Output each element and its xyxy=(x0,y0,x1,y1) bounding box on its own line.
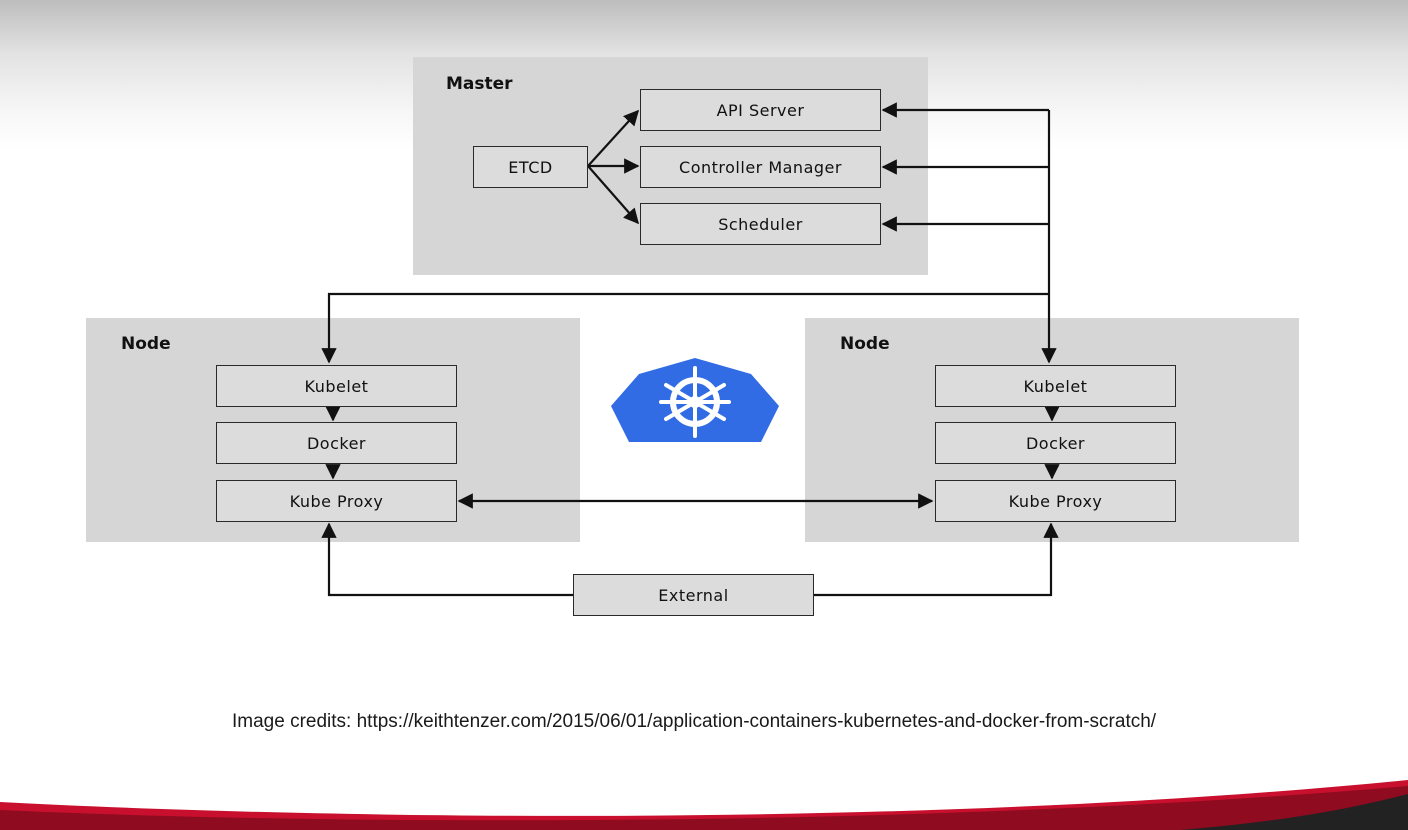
left-kube-proxy-box: Kube Proxy xyxy=(216,480,457,522)
footer-swoosh xyxy=(0,780,1408,830)
external-box: External xyxy=(573,574,814,616)
external-to-right-proxy-arrow xyxy=(813,522,1059,597)
master-title: Master xyxy=(446,74,513,94)
right-kubelet-box: Kubelet xyxy=(935,365,1176,407)
left-docker-box: Docker xyxy=(216,422,457,464)
controller-manager-box: Controller Manager xyxy=(640,146,881,188)
right-kube-proxy-box: Kube Proxy xyxy=(935,480,1176,522)
left-kubelet-box: Kubelet xyxy=(216,365,457,407)
node-right-title: Node xyxy=(840,334,890,354)
bus-to-left-kubelet-arrow xyxy=(321,292,1049,364)
node-left-title: Node xyxy=(121,334,171,354)
image-credits: Image credits: https://keithtenzer.com/2… xyxy=(232,711,1157,732)
right-docker-box: Docker xyxy=(935,422,1176,464)
etcd-to-api-arrow xyxy=(587,109,640,167)
kubernetes-logo-icon xyxy=(611,358,779,442)
etcd-to-scheduler-arrow xyxy=(587,165,640,225)
external-to-left-proxy-arrow xyxy=(321,522,573,597)
etcd-box: ETCD xyxy=(473,146,588,188)
api-server-box: API Server xyxy=(640,89,881,131)
scheduler-box: Scheduler xyxy=(640,203,881,245)
